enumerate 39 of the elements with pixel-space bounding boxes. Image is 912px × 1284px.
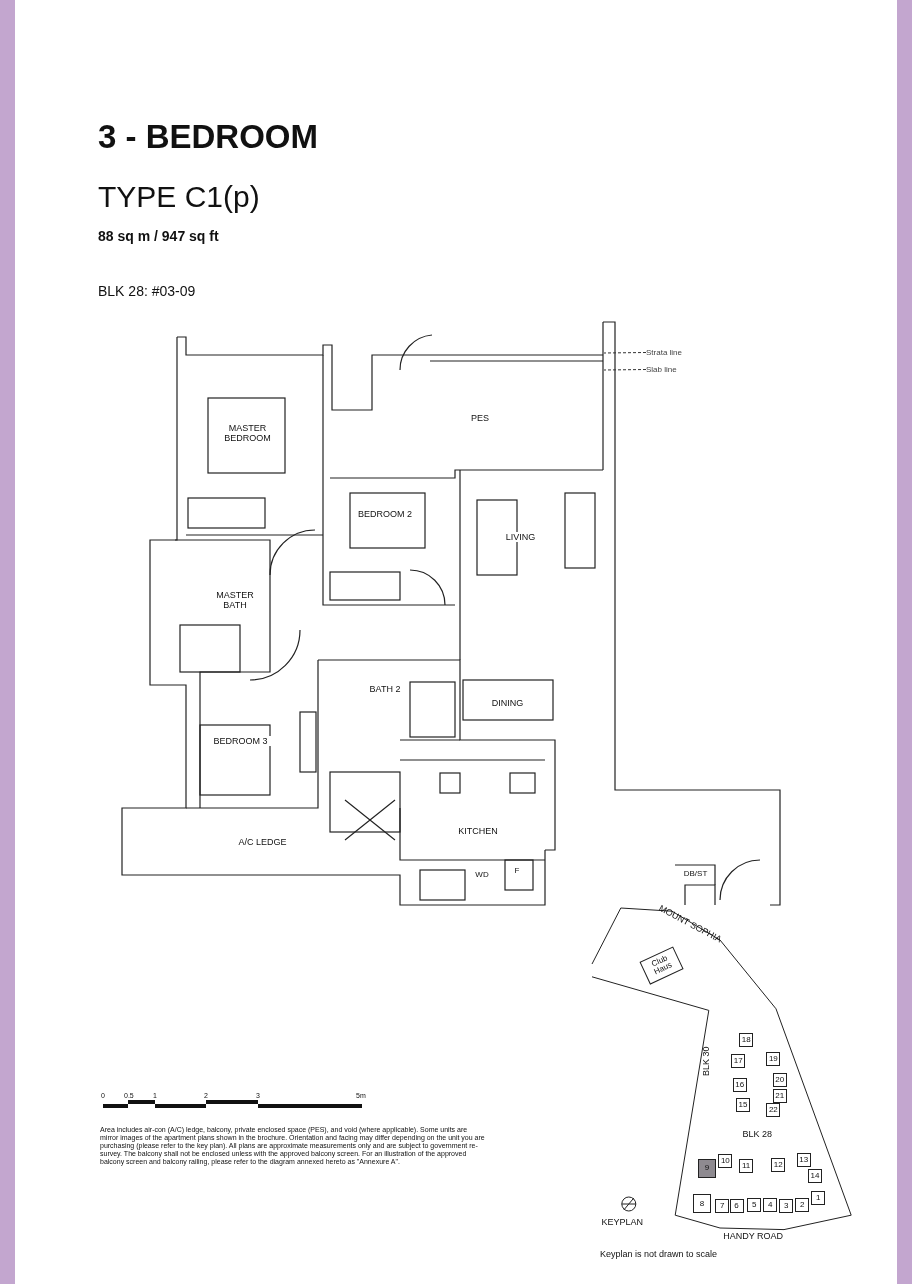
block-footprint: 15 <box>736 1098 750 1113</box>
leader-label: Slab line <box>646 365 677 375</box>
block-footprint: 13 <box>796 1152 811 1167</box>
block-footprint: 1 <box>811 1191 826 1206</box>
keyplan-heading: KEYPLAN <box>601 1216 644 1228</box>
page-title: 3 - BEDROOM <box>98 118 318 156</box>
room-label: WD <box>472 870 492 880</box>
block-footprint: 18 <box>739 1032 754 1047</box>
block-footprint: 4 <box>763 1197 778 1212</box>
block-footprint: 5 <box>747 1197 762 1212</box>
block-footprint: 21 <box>772 1088 787 1103</box>
block-footprint: 7 <box>715 1199 730 1214</box>
block-footprint: 6 <box>729 1199 744 1214</box>
building-block: Club Haus <box>639 946 684 985</box>
block-footprint: 11 <box>739 1159 754 1174</box>
block-footprint: 12 <box>771 1157 786 1172</box>
block-footprint: 2 <box>795 1197 810 1212</box>
block-footprint: 16 <box>732 1077 747 1092</box>
block-name: BLK 30 <box>700 1046 712 1076</box>
block-footprint: 3 <box>779 1199 794 1214</box>
block-footprint: 20 <box>772 1072 787 1087</box>
block-footprint: 22 <box>766 1103 781 1118</box>
unit-area: 88 sq m / 947 sq ft <box>98 228 219 245</box>
road-name: HANDY ROAD <box>723 1231 784 1242</box>
room-label: F <box>512 866 522 876</box>
leader-label: Strata line <box>646 348 683 358</box>
block-name: BLK 28 <box>742 1128 772 1140</box>
block-footprint: 8 <box>692 1194 712 1213</box>
unit-number: BLK 28: #03-09 <box>98 283 196 300</box>
block-footprint: 19 <box>766 1052 781 1066</box>
leader-line <box>603 352 647 354</box>
scale-note: Keyplan is not drawn to scale <box>600 1248 718 1260</box>
block-footprint: 10 <box>718 1154 733 1169</box>
block-footprint: 14 <box>808 1168 822 1183</box>
block-footprint: 17 <box>731 1053 746 1068</box>
room-label: BEDROOM 2 <box>355 509 415 520</box>
unit-type: TYPE C1(p) <box>98 180 260 215</box>
leader-line <box>603 369 647 371</box>
block-footprint: 9 <box>697 1159 717 1178</box>
